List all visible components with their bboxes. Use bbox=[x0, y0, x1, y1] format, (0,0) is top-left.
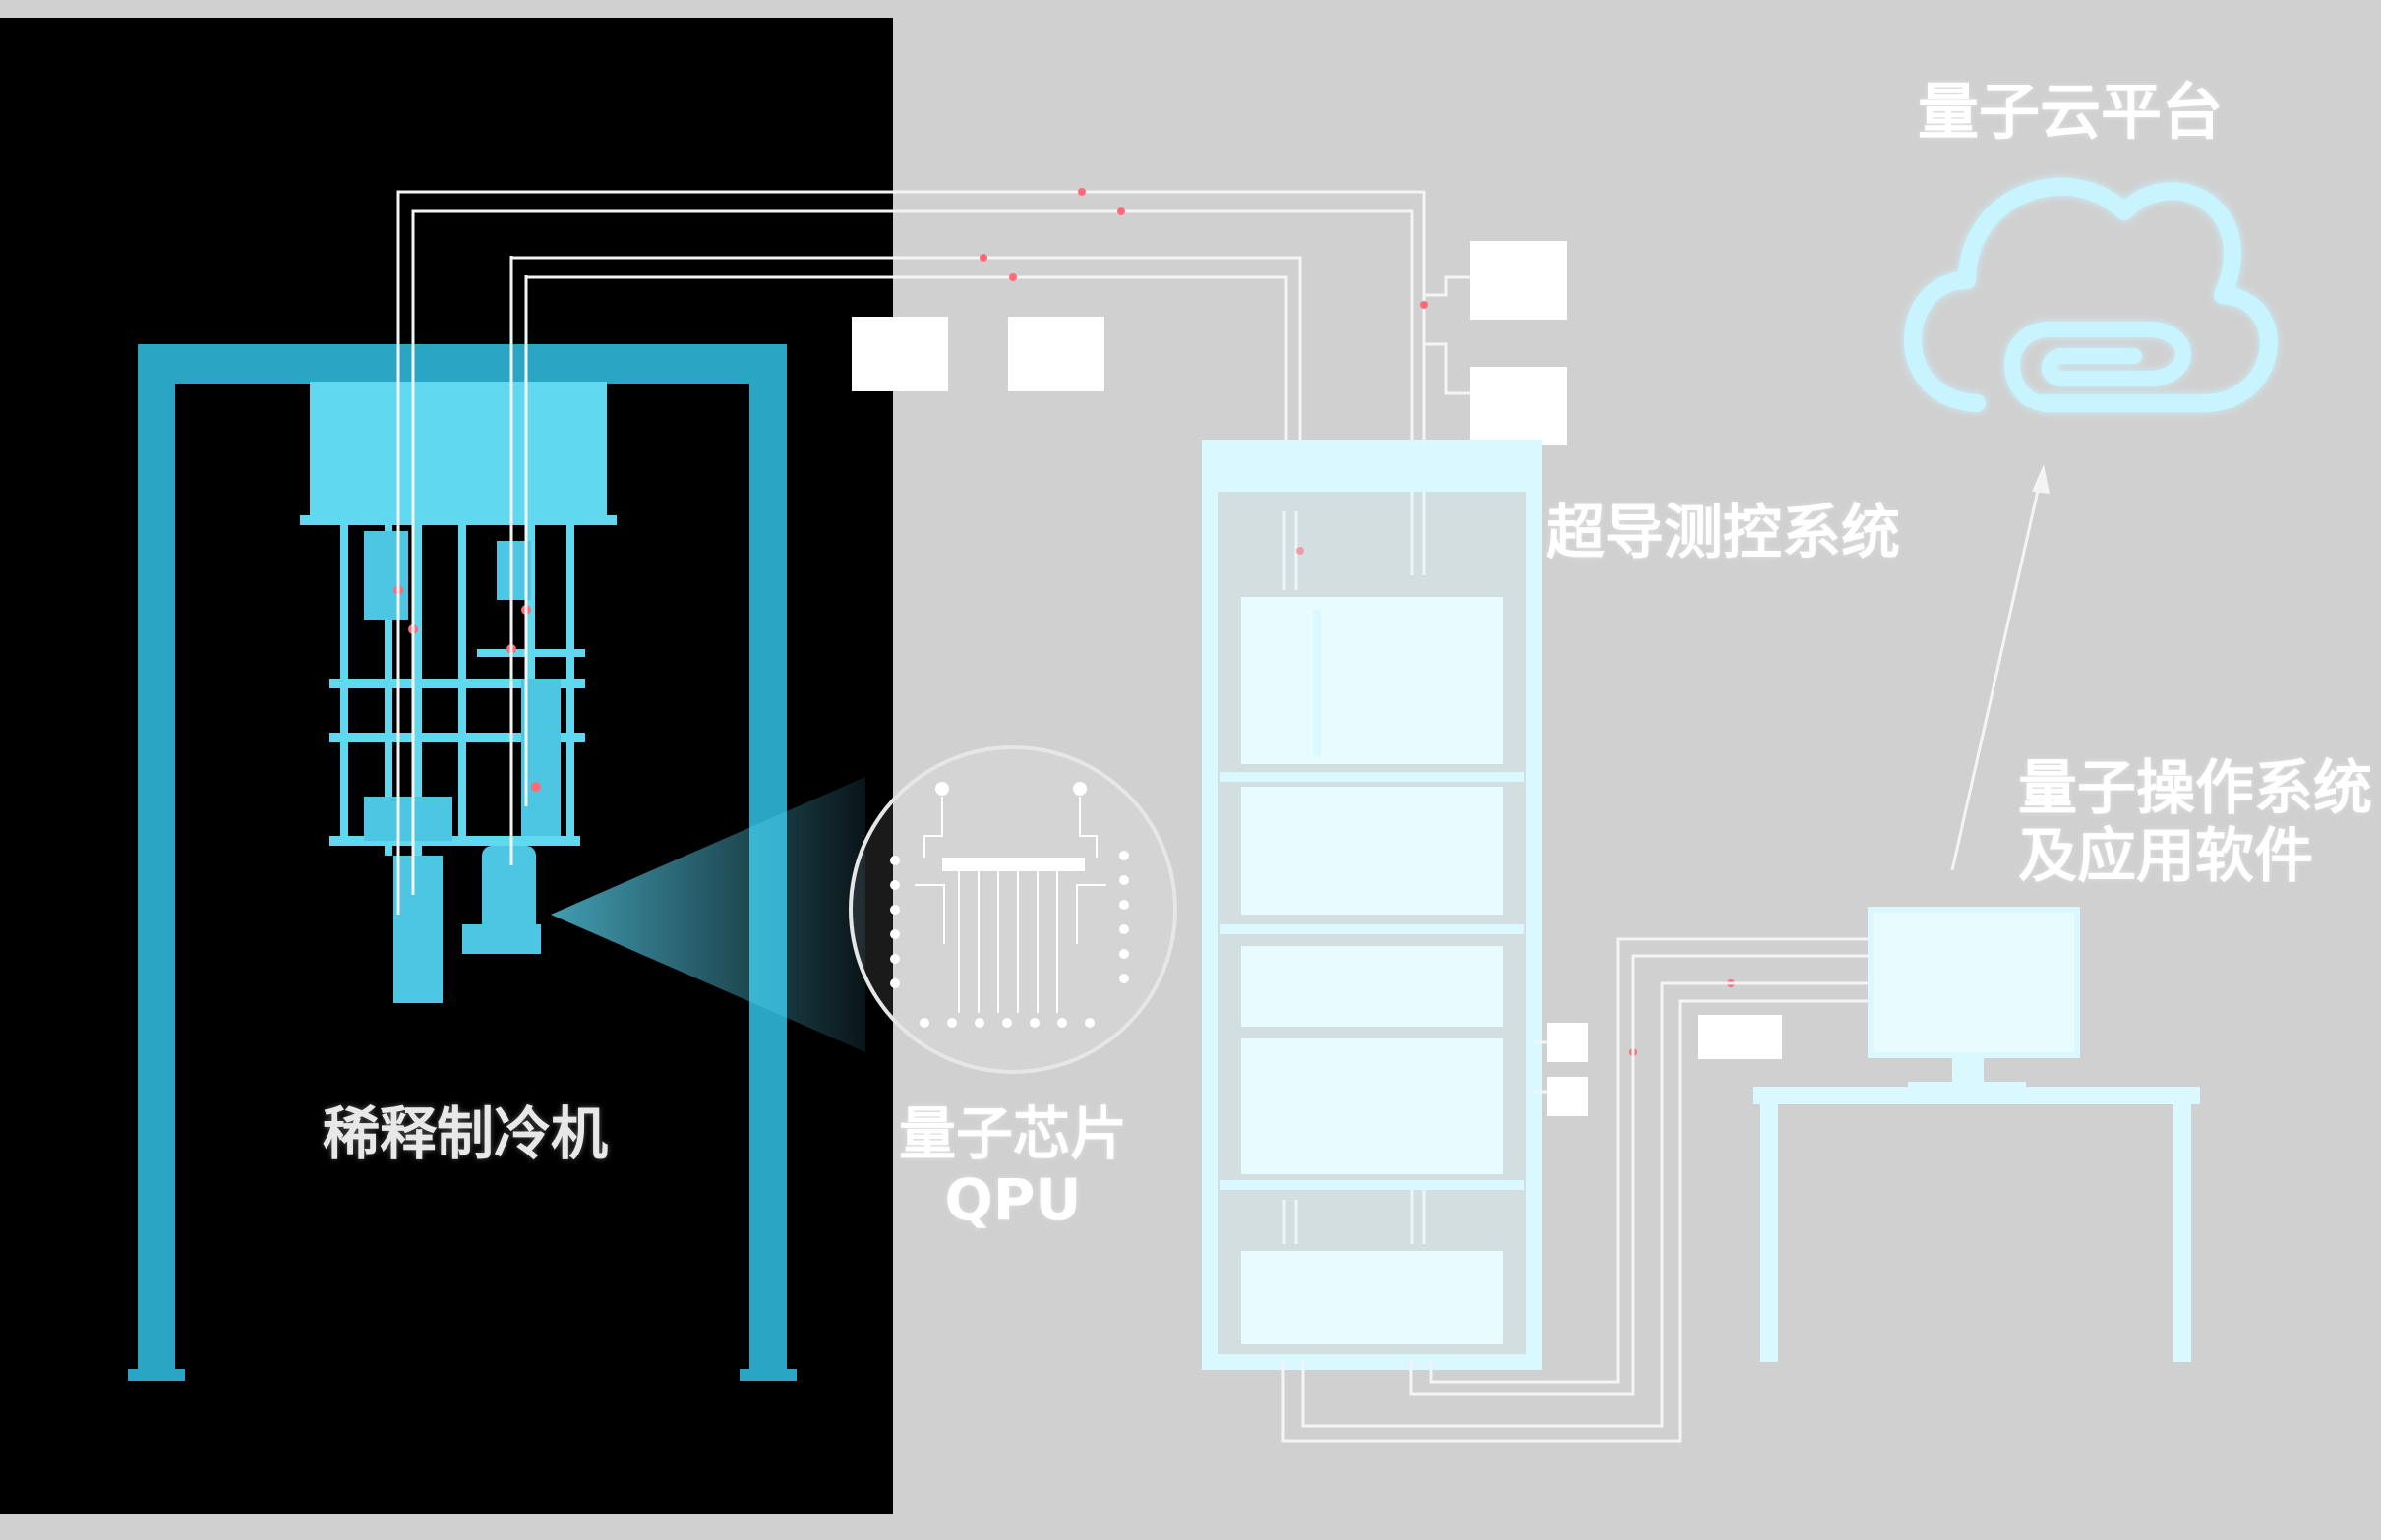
qpu-label: 量子芯片 QPU bbox=[890, 1101, 1136, 1232]
instrument-box bbox=[1470, 367, 1567, 445]
instrument-box bbox=[1698, 1015, 1782, 1059]
instrument-box bbox=[1470, 241, 1567, 320]
os-label-line2: 及应用软件 bbox=[2018, 822, 2313, 891]
signal-markers bbox=[980, 188, 1735, 1056]
qpu-label-line2: QPU bbox=[944, 1165, 1082, 1233]
zoom-beam bbox=[551, 777, 865, 1052]
computer-icon bbox=[1753, 907, 2200, 1362]
os-label-line1: 量子操作系统 bbox=[2018, 754, 2372, 823]
qpu-label-line1: 量子芯片 bbox=[898, 1100, 1127, 1167]
rack-icon bbox=[1202, 440, 1542, 1370]
signal-wiring-bottom bbox=[1281, 937, 1869, 1443]
fridge-label: 稀释制冷机 bbox=[323, 1100, 609, 1167]
cloud-icon bbox=[1904, 177, 2278, 412]
control-system-label: 超导测控系统 bbox=[1546, 499, 1900, 567]
cloud-platform-label: 量子云平台 bbox=[1918, 76, 2224, 148]
instrument-box bbox=[1547, 1023, 1588, 1062]
signal-wiring-top bbox=[396, 190, 1470, 1244]
os-software-label: 量子操作系统 及应用软件 bbox=[2018, 755, 2372, 891]
instrument-box bbox=[1008, 317, 1104, 391]
upload-arrow bbox=[1950, 464, 2050, 871]
instrument-box bbox=[1547, 1077, 1588, 1116]
chip-icon bbox=[849, 745, 1177, 1074]
instrument-box bbox=[852, 317, 948, 391]
